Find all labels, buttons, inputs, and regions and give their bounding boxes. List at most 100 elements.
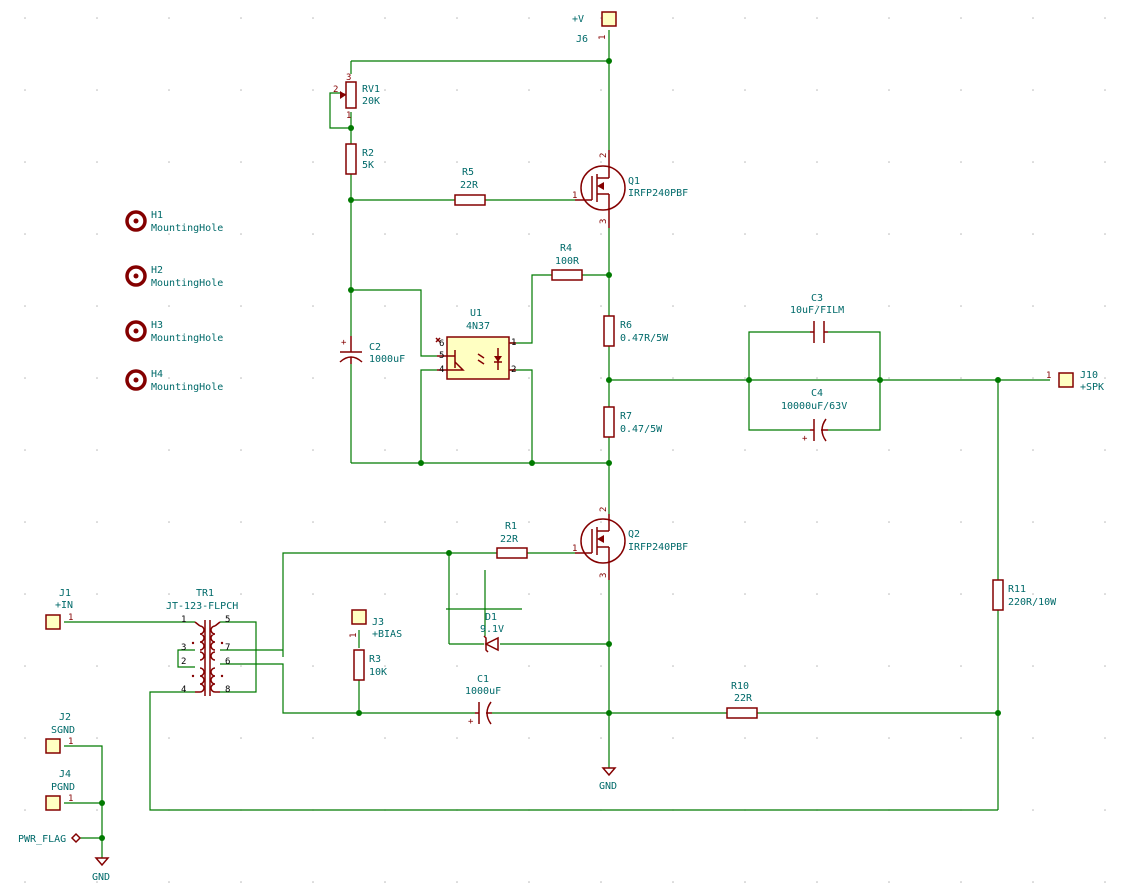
- connector-j10[interactable]: 1 J10 +SPK: [1046, 370, 1104, 393]
- transformer-tr1[interactable]: 1 3 2 4 5 7 6 8 TR1 JT-123-FLPCH: [166, 588, 238, 696]
- grid-dot: [312, 17, 314, 19]
- resistor-r3[interactable]: R3 10K: [353, 649, 387, 681]
- u1-pin2: 2: [511, 365, 516, 375]
- grid-dot: [1032, 737, 1034, 739]
- grid-dot: [1032, 809, 1034, 811]
- gnd-symbol-left: GND: [92, 857, 110, 883]
- grid-dot: [1104, 593, 1106, 595]
- r10-value: 22R: [734, 693, 753, 704]
- grid-dot: [312, 305, 314, 307]
- mounting-hole-h1[interactable]: H1 MountingHole: [125, 210, 223, 234]
- connector-j6[interactable]: 1 +V J6: [572, 11, 617, 45]
- resistor-r11[interactable]: R11 220R/10W: [992, 579, 1057, 611]
- grid-dot: [744, 233, 746, 235]
- c4-plus: +: [802, 434, 808, 444]
- rv1-value: 20K: [362, 96, 380, 107]
- q1-pin2: 2: [599, 153, 609, 158]
- grid-dot: [816, 521, 818, 523]
- zener-d1[interactable]: D1 9.1V: [480, 612, 504, 653]
- grid-dot: [888, 305, 890, 307]
- h1-ref: H1: [151, 210, 163, 221]
- connector-j3[interactable]: 1 J3 +BIAS: [349, 609, 402, 640]
- background-grid: [24, 17, 1106, 883]
- connector-j4[interactable]: 1 J4 PGND: [45, 769, 75, 811]
- grid-dot: [816, 89, 818, 91]
- r5-ref: R5: [462, 167, 474, 178]
- potentiometer-rv1[interactable]: 3 2 1 RV1 20K: [333, 73, 380, 121]
- j2-pin: 1: [68, 737, 73, 747]
- grid-dot: [888, 17, 890, 19]
- grid-dot: [600, 305, 602, 307]
- mounting-hole-h2[interactable]: H2 MountingHole: [125, 265, 223, 289]
- grid-dot: [168, 881, 170, 883]
- resistor-r2[interactable]: R2 5K: [345, 143, 374, 175]
- c3-value: 10uF/FILM: [790, 305, 844, 316]
- wires: [64, 30, 1050, 858]
- j3-value: +BIAS: [372, 629, 402, 640]
- resistor-r6[interactable]: R6 0.47R/5W: [603, 315, 669, 347]
- u1-pin5: 5: [439, 351, 444, 361]
- grid-dot: [1104, 521, 1106, 523]
- grid-dot: [600, 737, 602, 739]
- c4-ref: C4: [811, 388, 823, 399]
- r11-ref: R11: [1008, 584, 1026, 595]
- grid-dot: [672, 881, 674, 883]
- capacitor-c4[interactable]: + C4 10000uF/63V: [781, 388, 847, 444]
- q2-pin3: 3: [599, 573, 609, 578]
- mounting-hole-h3[interactable]: H3 MountingHole: [125, 320, 223, 344]
- resistor-r4[interactable]: R4 100R: [551, 243, 583, 281]
- connector-j2[interactable]: 1 J2 SGND: [45, 712, 75, 754]
- h3-value: MountingHole: [151, 333, 223, 344]
- resistor-r1[interactable]: R1 22R: [496, 521, 528, 559]
- u1-pin6: 6: [439, 339, 444, 349]
- grid-dot: [456, 593, 458, 595]
- u1-ref: U1: [470, 308, 482, 319]
- c2-ref: C2: [369, 342, 381, 353]
- d1-ref: D1: [485, 612, 497, 623]
- capacitor-c3[interactable]: C3 10uF/FILM: [790, 293, 844, 343]
- grid-dot: [456, 89, 458, 91]
- rv1-ref: RV1: [362, 84, 380, 95]
- grid-dot: [600, 89, 602, 91]
- grid-dot: [24, 593, 26, 595]
- mounting-hole-h4[interactable]: H4 MountingHole: [125, 369, 223, 393]
- capacitor-c1[interactable]: + C1 1000uF: [465, 674, 501, 727]
- mosfet-q2[interactable]: 1 2 3 Q2 IRFP240PBF: [572, 507, 688, 580]
- grid-dot: [960, 17, 962, 19]
- grid-dot: [240, 377, 242, 379]
- grid-dot: [528, 161, 530, 163]
- h3-ref: H3: [151, 320, 163, 331]
- grid-dot: [312, 449, 314, 451]
- h1-value: MountingHole: [151, 223, 223, 234]
- grid-dot: [816, 449, 818, 451]
- rv1-pin3: 3: [346, 73, 351, 83]
- grid-dot: [1104, 89, 1106, 91]
- grid-dot: [960, 593, 962, 595]
- grid-dot: [816, 233, 818, 235]
- resistor-r5[interactable]: R5 22R: [454, 167, 486, 206]
- grid-dot: [24, 449, 26, 451]
- grid-dot: [888, 233, 890, 235]
- resistor-r7[interactable]: R7 0.47/5W: [603, 406, 663, 438]
- grid-dot: [744, 161, 746, 163]
- mosfet-q1[interactable]: 1 2 3 Q1 IRFP240PBF: [572, 150, 688, 228]
- r2-value: 5K: [362, 160, 374, 171]
- resistor-r10[interactable]: R10 22R: [726, 681, 758, 719]
- grid-dot: [744, 449, 746, 451]
- r1-value: 22R: [500, 534, 519, 545]
- grid-dot: [1104, 449, 1106, 451]
- grid-dot: [456, 449, 458, 451]
- j1-value: +IN: [55, 600, 73, 611]
- h4-ref: H4: [151, 369, 163, 380]
- j6-value: +V: [572, 14, 584, 25]
- grid-dot: [672, 593, 674, 595]
- grid-dot: [1032, 449, 1034, 451]
- grid-dot: [384, 161, 386, 163]
- j3-ref: J3: [372, 617, 384, 628]
- grid-dot: [24, 377, 26, 379]
- capacitor-c2[interactable]: + C2 1000uF: [339, 336, 405, 365]
- grid-dot: [960, 305, 962, 307]
- grid-dot: [240, 593, 242, 595]
- connector-j1[interactable]: 1 J1 +IN: [45, 588, 73, 630]
- optocoupler-u1[interactable]: 6 5 4 1 2 U1 4N37: [435, 308, 516, 380]
